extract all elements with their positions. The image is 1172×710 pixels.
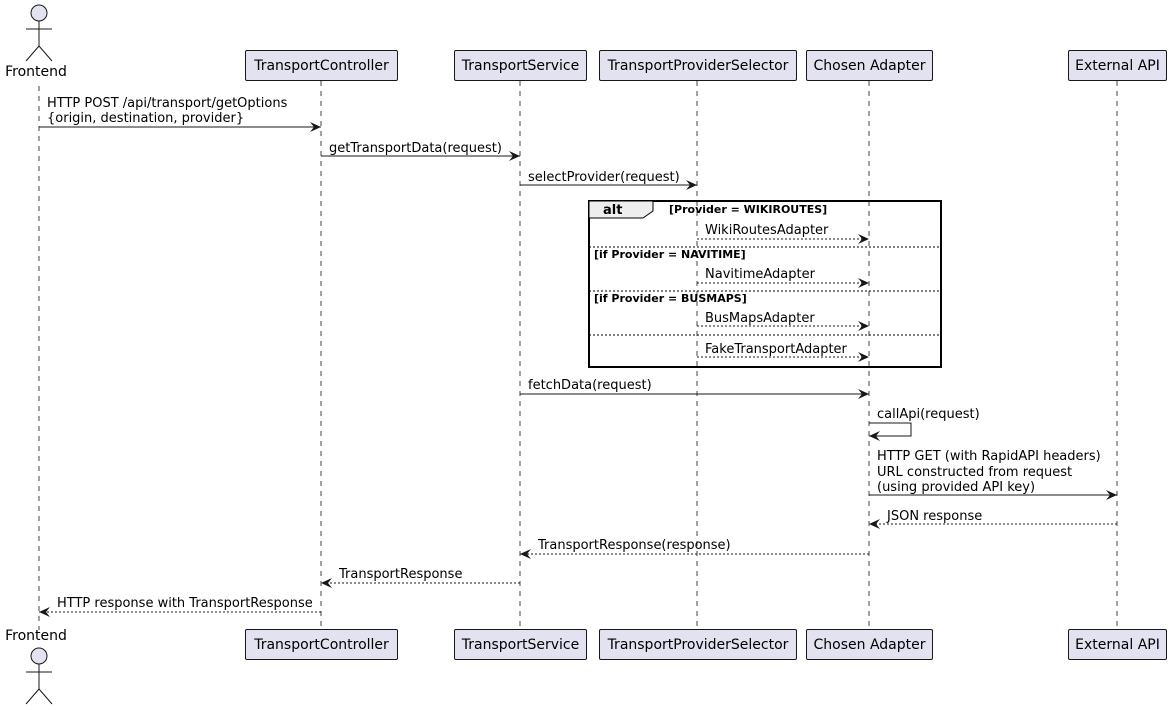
- actor-label-frontend-top: Frontend: [5, 64, 67, 80]
- alt-guard-wikiroutes: [Provider = WIKIROUTES]: [669, 203, 827, 216]
- message-label-transport-response-response: TransportResponse(response): [537, 538, 731, 553]
- participant-transport-provider-selector-bottom: TransportProviderSelector: [599, 629, 797, 660]
- participant-external-api-top: External API: [1068, 50, 1167, 81]
- message-label-select-provider: selectProvider(request): [528, 170, 680, 185]
- message-arrow-call-api-self: [869, 422, 912, 441]
- participant-transport-controller-top: TransportController: [245, 50, 398, 81]
- message-label-json-response: JSON response: [886, 509, 982, 524]
- participant-chosen-adapter-top: Chosen Adapter: [806, 50, 933, 81]
- alt-guard-navitime: [if Provider = NAVITIME]: [594, 248, 746, 261]
- alt-guard-busmaps: [if Provider = BUSMAPS]: [594, 292, 747, 305]
- actor-icon-bottom: [25, 647, 53, 705]
- message-label-wikiroutes-adapter: WikiRoutesAdapter: [705, 223, 829, 238]
- message-label-navitime-adapter: NavitimeAdapter: [705, 267, 816, 282]
- message-label-get-transport-data: getTransportData(request): [329, 141, 502, 156]
- participant-transport-service-bottom: TransportService: [454, 629, 587, 660]
- alt-frame: [588, 200, 942, 368]
- message-label-http-response: HTTP response with TransportResponse: [57, 596, 313, 611]
- message-label-http-get-line3: (using provided API key): [877, 480, 1035, 495]
- message-label-fetch-data: fetchData(request): [528, 378, 652, 393]
- participant-transport-service-top: TransportService: [454, 50, 587, 81]
- message-label-call-api: callApi(request): [877, 407, 980, 422]
- message-label-busmaps-adapter: BusMapsAdapter: [705, 311, 815, 326]
- alt-label-tab: [588, 200, 654, 219]
- messages: HTTP POST /api/transport/getOptions {ori…: [39, 96, 1117, 617]
- message-label-transport-response: TransportResponse: [338, 567, 462, 582]
- alt-keyword: alt: [603, 203, 622, 218]
- message-label-post-line2: {origin, destination, provider}: [47, 111, 244, 126]
- message-label-fake-adapter: FakeTransportAdapter: [705, 342, 848, 357]
- actor-label-frontend-bottom: Frontend: [5, 628, 67, 644]
- lifelines: [38, 81, 1118, 630]
- alt-group: alt [Provider = WIKIROUTES] [if Provider…: [588, 200, 942, 368]
- message-label-http-get-line2: URL constructed from request: [877, 465, 1072, 480]
- actor-icon-top: [25, 4, 53, 62]
- message-label-post-line1: HTTP POST /api/transport/getOptions: [47, 96, 288, 111]
- participant-transport-controller-bottom: TransportController: [245, 629, 398, 660]
- message-label-http-get-line1: HTTP GET (with RapidAPI headers): [877, 449, 1101, 464]
- participant-external-api-bottom: External API: [1068, 629, 1167, 660]
- participant-chosen-adapter-bottom: Chosen Adapter: [806, 629, 933, 660]
- participant-transport-provider-selector-top: TransportProviderSelector: [599, 50, 797, 81]
